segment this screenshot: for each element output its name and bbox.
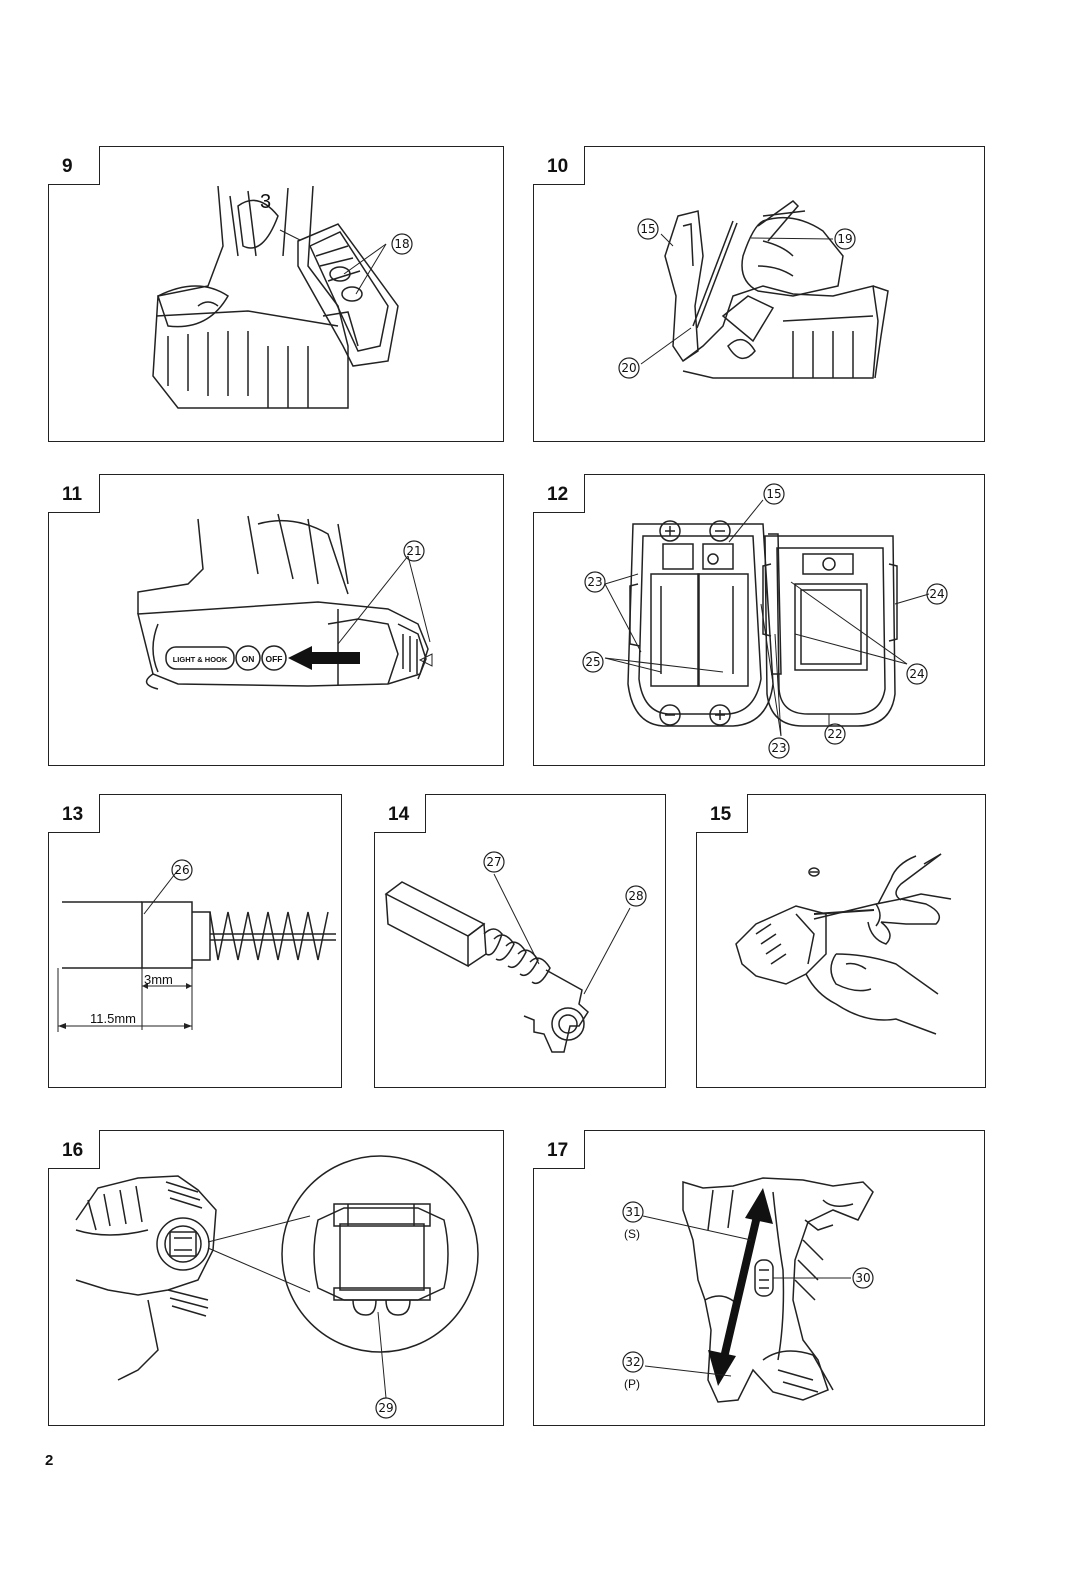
figure-number: 11: [48, 474, 100, 513]
figure-10: 10 15 19 20: [533, 146, 985, 442]
off-label: OFF: [266, 654, 283, 664]
figure-16: 16 29: [48, 1130, 504, 1426]
callout-26: 26: [174, 863, 189, 877]
callout-31: 31: [625, 1205, 640, 1219]
callout-23: 23: [587, 575, 602, 589]
figure-13-illustration: 3mm 11.5mm 26: [57, 859, 336, 1032]
figure-9: 9 3 18: [48, 146, 504, 442]
mode-s-label: (S): [624, 1227, 640, 1241]
figure-15-illustration: [735, 853, 952, 1035]
callout-24: 24: [929, 587, 944, 601]
on-label: ON: [242, 654, 255, 664]
callout-18: 18: [394, 237, 409, 251]
figure-number: 10: [533, 146, 585, 185]
callout-circle: [391, 233, 413, 255]
double-arrow-icon: [708, 1188, 773, 1386]
light-hook-label: LIGHT & HOOK: [173, 655, 228, 664]
callout-19: 19: [837, 232, 852, 246]
callout-25: 25: [585, 655, 600, 669]
dimension-11-5mm: 11.5mm: [90, 1011, 136, 1026]
callout-15: 15: [640, 222, 655, 236]
figure-13: 13 3mm 11.5mm 26: [48, 794, 342, 1088]
figure-11: 11 LIGHT & HOOK ON OFF 21: [48, 474, 504, 766]
callout-23: 23: [771, 741, 786, 755]
figure-12-illustration: 15 23 24 25 24 22 23: [582, 483, 948, 759]
figure-10-illustration: 15 19 20: [618, 200, 889, 379]
figure-number: 15: [696, 794, 748, 833]
figure-14-illustration: 27 28: [384, 851, 647, 1053]
figure-17: 17 31 (S) 30 32 (P): [533, 1130, 985, 1426]
figure-11-illustration: LIGHT & HOOK ON OFF 21: [137, 513, 433, 690]
callout-22: 22: [827, 727, 842, 741]
figure-15: 15: [696, 794, 986, 1088]
callout-32: 32: [625, 1355, 640, 1369]
figure-16-illustration: 29: [75, 1155, 479, 1419]
figure-14: 14 27 28: [374, 794, 666, 1088]
mode-p-label: (P): [624, 1377, 640, 1391]
figure-number: 17: [533, 1130, 585, 1169]
figure-number: 9: [48, 146, 100, 185]
callout-30: 30: [855, 1271, 870, 1285]
figure-number: 14: [374, 794, 426, 833]
figure-17-illustration: 31 (S) 30 32 (P): [622, 1177, 874, 1403]
callout-27: 27: [486, 855, 501, 869]
figure-number: 12: [533, 474, 585, 513]
callout-20: 20: [621, 361, 636, 375]
arrow-left-icon: [288, 646, 360, 670]
callout-3: 3: [260, 191, 271, 213]
callout-29: 29: [378, 1401, 393, 1415]
figure-12: 12: [533, 474, 985, 766]
figure-number: 13: [48, 794, 100, 833]
dimension-3mm: 3mm: [144, 972, 173, 987]
page-number: 2: [45, 1452, 54, 1469]
callout-28: 28: [628, 889, 643, 903]
callout-15: 15: [766, 487, 781, 501]
figure-number: 16: [48, 1130, 100, 1169]
figure-9-illustration: 3 18: [152, 185, 413, 409]
callout-21: 21: [406, 544, 421, 558]
callout-24: 24: [909, 667, 924, 681]
